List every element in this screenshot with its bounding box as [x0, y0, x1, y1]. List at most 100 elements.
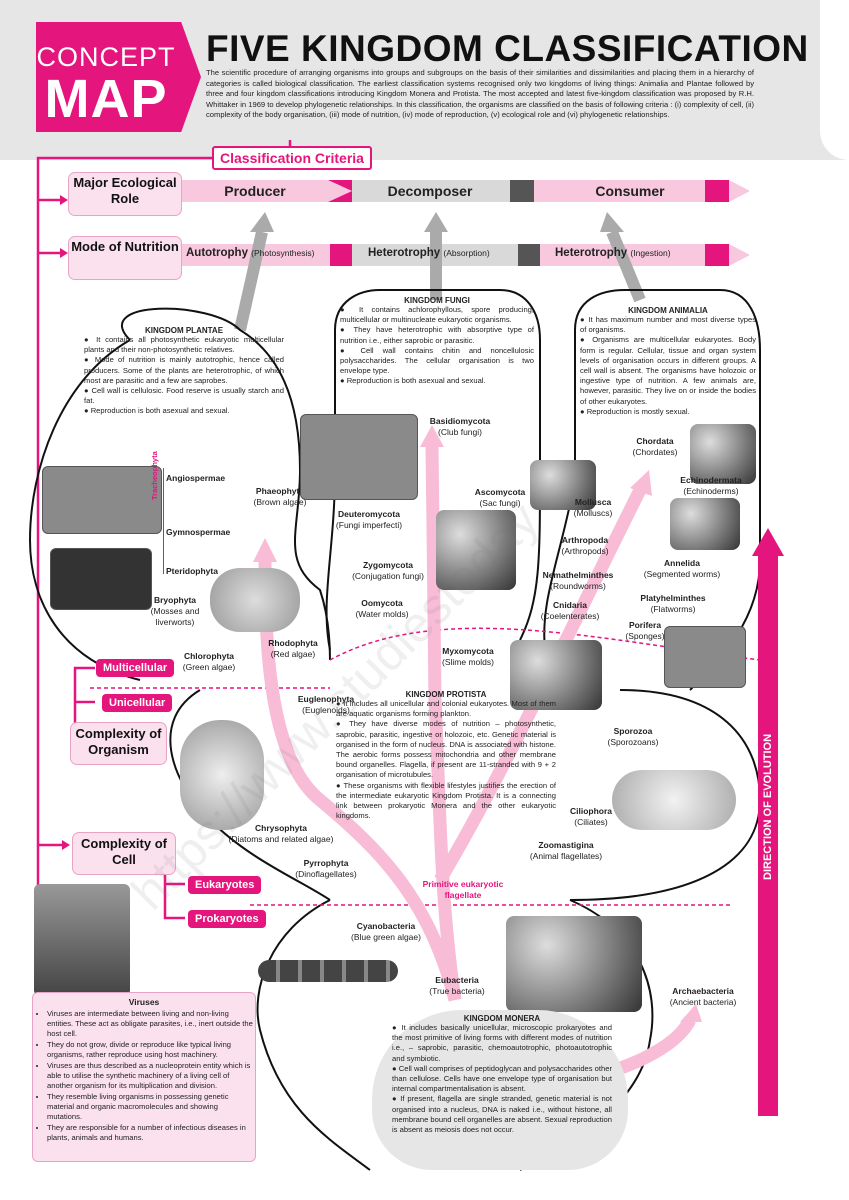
producer-band — [180, 180, 352, 202]
platyhelminthes-label: Platyhelminthes(Flatworms) — [640, 593, 706, 614]
plant-photo-algae — [210, 568, 300, 632]
viruses-title: Viruses — [128, 997, 160, 1007]
concept-label: CONCEPT — [36, 42, 176, 72]
mode-of-nutrition-label: Mode of Nutrition — [68, 236, 182, 280]
grey-arrow-plantae — [234, 230, 268, 332]
animal-photo-starfish — [670, 498, 740, 550]
cyanobacteria-image — [258, 960, 398, 982]
ingestion-group: Heterotrophy (Ingestion) — [555, 247, 671, 259]
criteria-arrowhead-eco — [60, 195, 68, 205]
primitive-flagellate-label: Primitive eukaryotic flagellate — [422, 879, 504, 900]
protista-photo-slime-mold — [510, 640, 602, 710]
viruses-point-3: Viruses are thus described as a nucleopr… — [47, 1061, 255, 1091]
pyrrophyta-label: Pyrrophyta(Dinoflagellates) — [295, 858, 357, 879]
absorption-group: Heterotrophy (Absorption) — [368, 247, 490, 259]
eubacteria-label: Eubacteria(True bacteria) — [429, 975, 485, 996]
ciliophora-label: Ciliophora(Ciliates) — [569, 806, 613, 827]
fungi-point-4: ● Reproduction is both asexual and sexua… — [340, 376, 486, 386]
protista-title: KINGDOM PROTISTA — [405, 690, 487, 699]
viruses-point-2: They do not grow, divide or reproduce li… — [47, 1040, 255, 1060]
animalia-title: KINGDOM ANIMALIA — [628, 306, 708, 315]
plantae-point-1: ● It contains all photosynthetic eukaryo… — [84, 335, 284, 355]
plant-photo-angiosperm — [42, 466, 162, 534]
monera-point-2: ● Cell wall comprises of peptidoglycan a… — [392, 1063, 612, 1094]
zoomastigina-label: Zoomastigina(Animal flagellates) — [529, 840, 603, 861]
animalia-point-2: ● Organisms are multicellular eukaryotes… — [580, 335, 756, 406]
protista-point-1: ● It includes all unicellular and coloni… — [336, 699, 556, 719]
plantae-outline — [28, 307, 331, 681]
pink-arrow-plantae — [258, 559, 462, 1002]
fungi-description: KINGDOM FUNGI ● It contains achlorophyll… — [340, 296, 534, 387]
gymnospermae-label: Gymnospermae — [166, 527, 231, 537]
porifera-label: Porifera(Sponges) — [625, 620, 665, 641]
multicellular-label: Multicellular — [96, 659, 175, 677]
criteria-arrowhead-nutrition — [60, 248, 68, 258]
tracheophyta-bracket — [163, 468, 168, 574]
annelida-label: Annelida(Segmented worms) — [643, 558, 721, 579]
phaeophyta-label: Phaeophyta(Brown algae) — [253, 486, 307, 507]
basidiomycota-label: Basidiomycota(Club fungi) — [429, 416, 491, 437]
decomposer-band — [352, 180, 534, 202]
absorption-band — [352, 244, 540, 266]
ingestion-band — [540, 244, 729, 266]
absorption-sub: (Absorption) — [443, 248, 490, 258]
deuteromycota-label: Deuteromycota(Fungi imperfecti) — [335, 509, 403, 530]
plantae-title: KINGDOM PLANTAE — [144, 326, 224, 335]
multicellular-divider-curve — [329, 627, 761, 661]
autotrophy-band-dark — [330, 244, 352, 266]
direction-of-evolution-label: DIRECTION OF EVOLUTION — [762, 733, 774, 880]
pink-arrowhead-archaea — [680, 1004, 702, 1022]
chordata-label: Chordata(Chordates) — [632, 436, 678, 457]
consumer-band-dark — [705, 180, 729, 202]
viruses-point-5: They are responsible for a number of inf… — [47, 1123, 255, 1143]
pink-arrowhead-plantae — [253, 538, 277, 562]
monera-bubble — [372, 1010, 628, 1170]
monera-point-3: ● If present, flagella are single strand… — [392, 1094, 612, 1135]
virus-photo — [34, 884, 130, 996]
fungi-point-1: ● It contains achlorophyllous, spore pro… — [340, 305, 535, 325]
bryophyta-label: Bryophyta(Mosses and liverworts) — [150, 595, 200, 627]
evolution-arrowhead — [752, 528, 784, 556]
header-corner — [820, 0, 849, 160]
zygomycota-label: Zygomycota(Conjugation fungi) — [352, 560, 424, 581]
grey-arrowhead-animalia — [600, 212, 624, 232]
evolution-arrow-shaft — [758, 556, 778, 1116]
fungi-point-3: ● Cell wall contains chitin and noncellu… — [340, 345, 534, 376]
viruses-point-4: They resemble living organisms in posses… — [47, 1092, 255, 1122]
mollusca-label: Mollusca(Molluscs) — [573, 497, 613, 518]
organism-bracket — [73, 666, 95, 735]
page-title: FIVE KINGDOM CLASSIFICATION — [206, 28, 809, 69]
pink-arrow-fungi — [425, 444, 462, 1001]
fungi-title: KINGDOM FUNGI — [404, 296, 470, 305]
consumer-band-tip — [729, 180, 750, 202]
heterotrophy-absorption-label: Heterotrophy — [368, 247, 441, 259]
viruses-point-1: Viruses are intermediate between living … — [47, 1009, 255, 1039]
eukaryotes-label: Eukaryotes — [188, 876, 262, 894]
nemathelminthes-label: Nemathelminthes(Roundworms) — [542, 570, 614, 591]
pink-arrowhead-fungi — [420, 425, 444, 447]
monera-point-1: ● It includes basically unicellular, mic… — [392, 1023, 612, 1063]
protista-point-3: ● These organisms with flexible lifestyl… — [336, 780, 556, 821]
protista-photo-paramecium — [612, 770, 736, 830]
monera-description: KINGDOM MONERA ● It includes basically u… — [392, 1014, 612, 1135]
cell-bracket — [163, 870, 185, 920]
intro-paragraph: The scientific procedure of arranging or… — [206, 68, 754, 120]
animal-photo-sponges — [664, 626, 746, 688]
autotrophy-group: Autotrophy (Photosynthesis) — [186, 247, 314, 259]
archaebacteria-label: Archaebacteria(Ancient bacteria) — [669, 986, 737, 1007]
monera-title: KINGDOM MONERA — [463, 1014, 541, 1023]
plantae-description: KINGDOM PLANTAE ● It contains all photos… — [84, 326, 284, 417]
classification-criteria-label: Classification Criteria — [212, 146, 372, 170]
producer-band-tip — [328, 180, 352, 202]
grey-arrowhead-fungi — [424, 212, 448, 232]
plant-photo-moss — [50, 548, 152, 610]
heterotrophy-ingestion-label: Heterotrophy — [555, 247, 628, 259]
ascomycota-label: Ascomycota(Sac fungi) — [474, 487, 526, 508]
absorption-band-dark — [518, 244, 540, 266]
viruses-list: Viruses are intermediate between living … — [33, 1009, 255, 1143]
animal-photo-chordates — [690, 424, 756, 484]
sporozoa-label: Sporozoa(Sporozoans) — [607, 726, 659, 747]
animalia-point-3: ● Reproduction is mostly sexual. — [580, 406, 690, 416]
chlorophyta-label: Chlorophyta(Green algae) — [182, 651, 236, 672]
consumer-band — [534, 180, 729, 202]
